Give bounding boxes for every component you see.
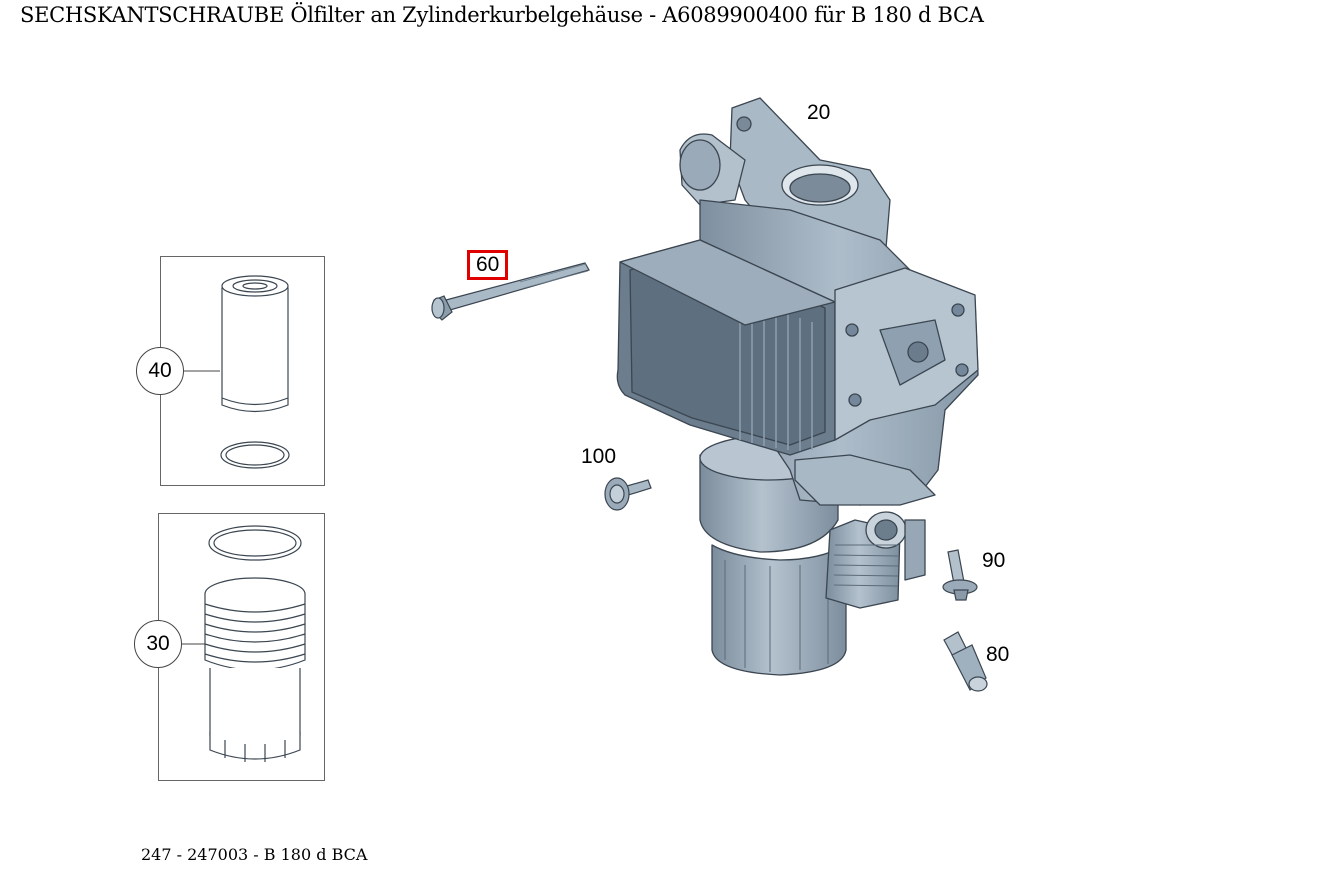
label-part-60-selected[interactable]: 60	[467, 250, 509, 280]
hex-bolt-part-60[interactable]	[431, 262, 590, 321]
label-part-80[interactable]: 80	[986, 643, 1010, 666]
sensor-part-80[interactable]	[943, 631, 988, 692]
callout-part-40[interactable]: 40	[136, 347, 184, 395]
label-part-90[interactable]: 90	[982, 549, 1006, 572]
filter-element-part-40[interactable]	[220, 275, 290, 469]
page-title: SECHSKANTSCHRAUBE Ölfilter an Zylinderku…	[20, 3, 984, 27]
label-part-100[interactable]: 100	[581, 445, 617, 468]
model-reference: 247 - 247003 - B 180 d BCA	[141, 845, 368, 864]
label-part-20[interactable]: 20	[807, 101, 831, 124]
bolt-part-100[interactable]	[604, 477, 652, 511]
kit-panel-40[interactable]	[160, 256, 325, 486]
oil-filter-housing-part-20[interactable]	[616, 97, 979, 676]
callout-part-30[interactable]: 30	[134, 620, 182, 668]
filter-cap-part-30[interactable]	[204, 525, 306, 762]
kit-panel-30[interactable]	[158, 513, 325, 781]
bolt-part-90[interactable]	[942, 549, 978, 601]
